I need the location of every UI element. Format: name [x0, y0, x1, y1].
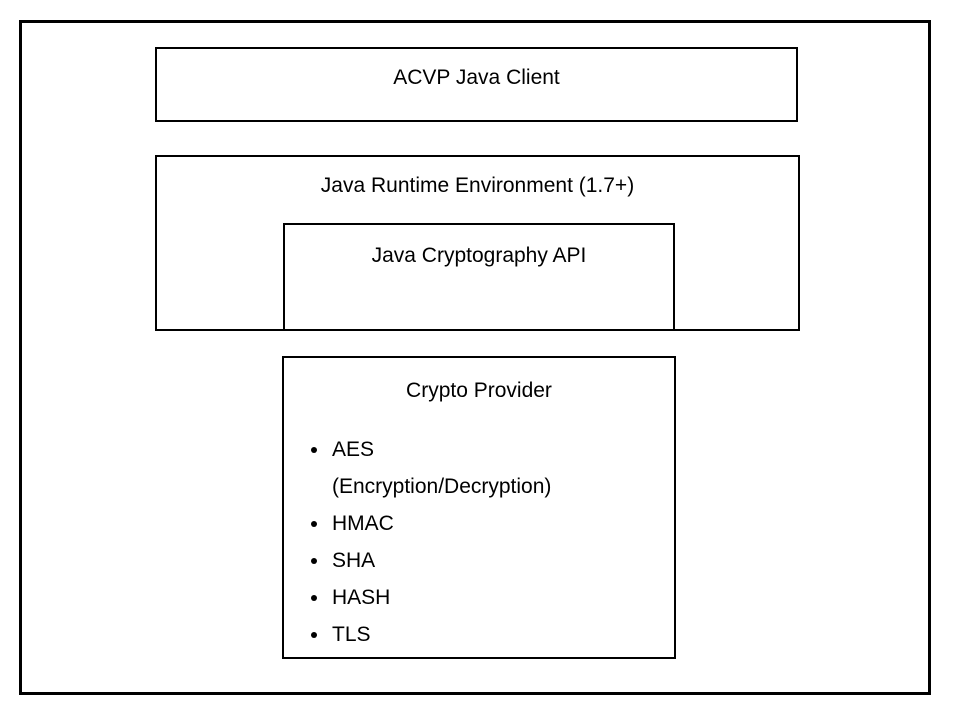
crypto-provider-list-item: HASH [330, 579, 582, 616]
diagram-outer-border [19, 20, 931, 695]
crypto-provider-list-item: HMAC [330, 505, 582, 542]
java-cryptography-api-box: Java Cryptography API [283, 223, 675, 331]
crypto-provider-list-item: SHA [330, 542, 582, 579]
crypto-provider-box: Crypto Provider AES (Encryption/Decrypti… [282, 356, 676, 659]
acvp-java-client-box: ACVP Java Client [155, 47, 798, 122]
crypto-provider-list: AES (Encryption/Decryption)HMACSHAHASHTL… [284, 431, 674, 653]
java-cryptography-api-label: Java Cryptography API [371, 244, 587, 267]
crypto-provider-title: Crypto Provider [406, 379, 552, 402]
crypto-provider-list-item: TLS [330, 616, 582, 653]
acvp-java-client-label: ACVP Java Client [393, 66, 560, 89]
java-runtime-environment-label: Java Runtime Environment (1.7+) [320, 174, 635, 197]
crypto-provider-list-item: AES (Encryption/Decryption) [330, 431, 582, 505]
